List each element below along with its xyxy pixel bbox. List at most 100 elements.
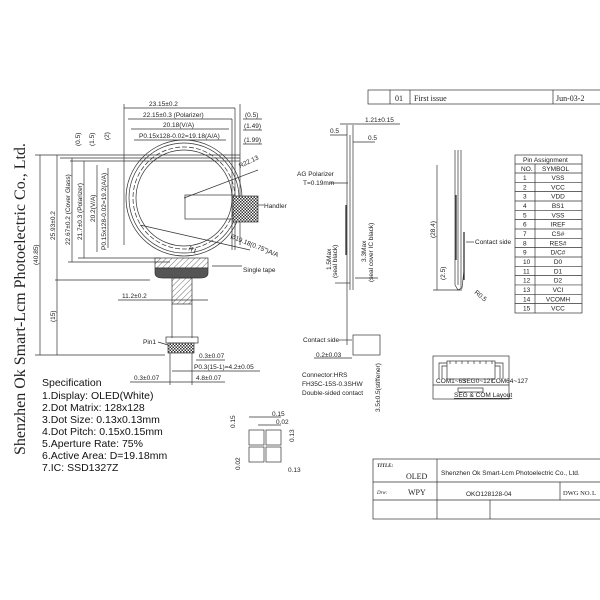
bend-contact-side: Contact side xyxy=(475,239,512,246)
dim-left-5: P0.15x128-0.02=19.2(A/A) xyxy=(101,173,108,250)
max1-label: 1.5Max xyxy=(326,248,333,270)
dim-top-0: 23.15±0.2 xyxy=(149,101,178,108)
dim-left-3: 21.7±0.3 (Polarizer) xyxy=(77,183,84,240)
seg-com-title: SEG & COM Layout xyxy=(454,392,512,399)
revision-number: 01 xyxy=(395,94,403,103)
spec-item: 2.Dot Matrix: 128x128 xyxy=(42,402,145,414)
pin-symbol: RES# xyxy=(550,240,567,247)
side-dim-2: 0.5 xyxy=(368,135,377,142)
pin-number: 2 xyxy=(523,184,527,191)
dwg-value: L xyxy=(592,490,596,497)
dim-right-2: (1.99) xyxy=(244,137,261,144)
dim-top-1: 22.15±0.3 (Polarizer) xyxy=(143,112,204,119)
pin-symbol: VCOMH xyxy=(546,296,571,303)
pin-symbol: IREF xyxy=(551,222,566,229)
pin-symbol: BS1 xyxy=(552,203,565,210)
pin-number: 5 xyxy=(523,212,527,219)
handler-tab xyxy=(232,195,259,223)
pin-number: 9 xyxy=(523,250,527,257)
pin-symbol: VCI xyxy=(553,287,564,294)
bend-offset: (2.5) xyxy=(440,267,447,280)
spec-item: 7.IC: SSD1327Z xyxy=(42,462,119,474)
dim-top-2: 20.18(V/A) xyxy=(163,122,194,129)
pin-symbol: VDD xyxy=(551,194,565,201)
bend-view: (28.4) (2.5) R0.5 Contact side xyxy=(430,150,512,304)
pin-symbol: D1 xyxy=(554,268,563,275)
side-view: 1.21±0.15 0.5 0.5 AG Polarizer T=0.19mm … xyxy=(297,117,400,412)
title-value: OLED xyxy=(406,472,428,481)
polarizer-thickness: T=0.19mm xyxy=(303,180,334,187)
dim-left-4: 20.2(V/A) xyxy=(90,195,97,222)
dim-right-0: (0.5) xyxy=(245,112,258,119)
dim-left-0: (40.85) xyxy=(33,244,40,265)
pin-number: 15 xyxy=(523,306,531,313)
connector-line: Connector:HRS xyxy=(302,372,348,379)
seg-com-layout: COM1~63 SEG0~127 COM64~127 SEG & COM Lay… xyxy=(432,355,528,400)
pin-number: 10 xyxy=(523,259,531,266)
revision-date: Jun-03-2 xyxy=(556,94,584,103)
pin-table-header-no: NO. xyxy=(521,166,533,173)
pin-number: 1 xyxy=(523,175,527,182)
pin-symbol: CS# xyxy=(552,231,565,238)
revision-description: First issue xyxy=(414,94,447,103)
dim-small-2: (2) xyxy=(104,132,111,140)
pitch-dim-2: 4.8±0.07 xyxy=(196,375,222,382)
single-tape-label: Single tape xyxy=(243,267,276,274)
dim-right-1: (1.49) xyxy=(244,123,261,130)
dim-left-6: (15) xyxy=(50,310,57,322)
pin-symbol: D2 xyxy=(554,278,563,285)
dim-small-0: (0.5) xyxy=(75,133,82,146)
pin-number: 7 xyxy=(523,231,527,238)
tail-width-label: 11.2±0.2 xyxy=(122,293,147,300)
specification: Specification 1.Display: OLED(White) 2.D… xyxy=(42,377,167,474)
bend-length: (28.4) xyxy=(430,221,437,238)
dot-label: 0.02 xyxy=(276,419,289,426)
pin-number: 14 xyxy=(523,296,531,303)
pin-symbol: D/C# xyxy=(551,250,566,257)
drw-label: Drw: xyxy=(376,491,388,496)
max1-note: (seal black) xyxy=(332,245,339,278)
side-dim-0: 1.21±0.15 xyxy=(365,117,394,124)
title-block: TITLE: OLED Shenzhen Ok Smart-Lcm Photoe… xyxy=(372,458,600,520)
connector-line: Double-sided contact xyxy=(302,390,363,397)
front-view: 23.15±0.2 22.15±0.3 (Polarizer) 20.18(V/… xyxy=(33,101,288,385)
side-dim-1: 0.5 xyxy=(330,128,339,135)
connector-line: FH35C-15S-0.3SHW xyxy=(302,381,364,388)
seg-com-label: COM64~127 xyxy=(491,378,528,385)
company-vertical-text: Shenzhen Ok Smart-Lcm Photoelectric Co.,… xyxy=(12,143,29,455)
dim-left-1: 25.93±0.2 xyxy=(50,211,57,240)
dot-label: 0.13 xyxy=(288,467,301,474)
seg-com-label: COM1~63 xyxy=(436,378,466,385)
dot-label: 0.15 xyxy=(230,415,237,428)
pitch-dim-3: 0.3±0.07 xyxy=(134,375,160,382)
spec-item: 4.Dot Pitch: 0.15x0.15mm xyxy=(42,426,163,438)
dwg-label: DWG NO. xyxy=(563,490,592,497)
spec-item: 5.Aperture Rate: 75% xyxy=(42,438,143,450)
stiffener-label: 3.5±0.5(stiffener) xyxy=(375,363,382,412)
spec-item: 6.Active Area: D=19.18mm xyxy=(42,450,167,462)
pin-symbol: VCC xyxy=(551,184,565,191)
pin-table-title: Pin Assignment xyxy=(523,157,568,164)
pin-number: 3 xyxy=(523,194,527,201)
title-label: TITLE: xyxy=(377,464,393,469)
diameter-label: Ø19.18(0.75")A/A xyxy=(229,233,280,259)
bend-radius: R0.5 xyxy=(473,289,488,303)
spec-title: Specification xyxy=(42,377,102,389)
spec-item: 3.Dot Size: 0.13x0.13mm xyxy=(42,414,160,426)
drw-value: WPY xyxy=(408,488,426,497)
max2-note: (seal cover IC black) xyxy=(368,223,375,282)
seg-com-label: SEG0~127 xyxy=(462,378,494,385)
dot-label: 0.15 xyxy=(272,411,285,418)
dot-detail: 0.15 0.02 0.15 0.13 0.02 0.13 xyxy=(230,411,301,474)
radius-label: R1 xyxy=(187,245,198,255)
pin-number: 6 xyxy=(523,222,527,229)
pin-symbol: VSS xyxy=(551,212,565,219)
title-company: Shenzhen Ok Smart-Lcm Photoelectric Co.,… xyxy=(441,470,580,477)
pitch-dim-0: 0.3±0.07 xyxy=(199,353,225,360)
pin-table-header-symbol: SYMBOL xyxy=(542,166,569,173)
fpc-thickness: 0.2±0.03 xyxy=(316,352,342,359)
polarizer-label: AG Polarizer xyxy=(297,171,335,178)
dot-label: 0.02 xyxy=(235,457,242,470)
